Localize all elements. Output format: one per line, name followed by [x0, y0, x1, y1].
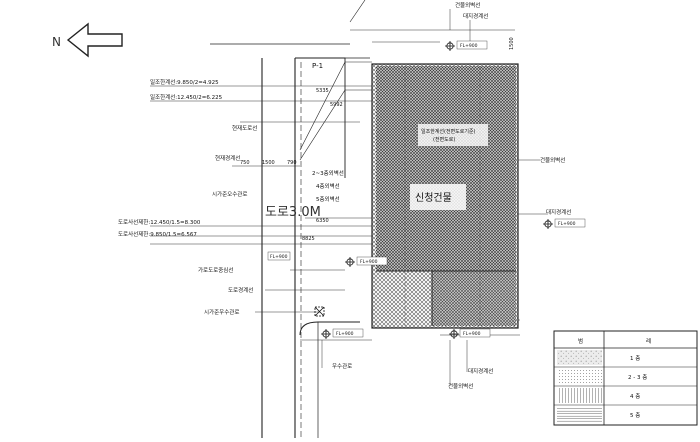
dim-5335: 5335: [316, 88, 329, 94]
label-current-boundary: 현재경계선: [215, 154, 240, 162]
label-manhole: 시가준우수관로: [204, 308, 239, 316]
floor-1-hatch: [432, 271, 516, 326]
legend-row-3: 4 층: [630, 392, 640, 400]
label-relax-a: 일조한계선:9.850/2=4.925: [150, 78, 219, 86]
elev-6: FL+900: [270, 254, 288, 260]
elev-5: FL+900: [463, 331, 481, 337]
legend-header-name: 례: [646, 337, 651, 345]
setback-lines: [299, 61, 372, 161]
dim-750: 750: [240, 160, 250, 166]
label-road-center: 가로도로중심선: [198, 266, 233, 274]
label-site-boundary-top: 대지경계선: [463, 12, 488, 20]
label-relax-b: 일조한계선:12.450/2=6.225: [150, 93, 223, 101]
label-road-edge: 도로경계선: [228, 286, 253, 294]
dim-8825: 8825: [302, 236, 315, 242]
elev-4: FL+900: [336, 331, 354, 337]
dim-5992: 5992: [330, 102, 343, 108]
legend-swatch-3: [557, 388, 602, 403]
parcel-label: P-1: [312, 62, 323, 70]
road-lines: [210, 0, 370, 438]
svg-text:(전면도로): (전면도로): [433, 136, 455, 143]
floor-4-5-hatch: [376, 66, 516, 271]
legend-swatch-4: [557, 407, 602, 422]
legend: 범 례 1 층 2 - 3 층 4 층 5 층: [553, 330, 698, 426]
right-labels: 건물외벽선 대지경계선 건물외벽선 대지경계선 대지경계선 건물외벽선: [448, 1, 571, 390]
label-site-boundary-bottom: 대지경계선: [468, 367, 493, 375]
legend-header-pattern: 범: [578, 337, 583, 345]
building-footprint: 신청건물 일조한계선(전면도로기준) (전면도로): [371, 63, 519, 329]
survey-markers: [314, 41, 553, 339]
building-label: 신청건물: [415, 192, 452, 204]
label-current-road: 현재도로선: [232, 124, 257, 132]
north-label: N: [52, 35, 61, 49]
legend-row-2: 2 - 3 층: [628, 373, 647, 381]
dimensions: 1500 5335 5992 750 1500 790 6350 8825: [240, 37, 515, 242]
legend-swatch-1: [557, 350, 602, 365]
legend-row-4: 5 층: [630, 411, 640, 419]
label-floor-5: 5층외벽선: [316, 195, 340, 203]
dim-1500b: 1500: [262, 160, 275, 166]
legend-swatch-2: [557, 369, 602, 384]
north-arrow: N: [52, 22, 123, 58]
dim-6350: 6350: [316, 218, 329, 224]
extension-lines: [150, 29, 520, 341]
left-labels: 일조한계선:9.850/2=4.925 일조한계선:12.450/2=6.225…: [118, 78, 352, 370]
label-corner: 일조한계선(전면도로기준): [421, 128, 476, 135]
dim-1500: 1500: [509, 37, 515, 50]
legend-row-1: 1 층: [630, 354, 640, 362]
elevation-tags: FL+900 FL+900 FL+900 FL+900 FL+900 FL+90…: [267, 40, 586, 338]
label-road-line-a: 도로사선제한:12.450/1.5=8.300: [118, 218, 201, 226]
leaders: [255, 9, 548, 386]
label-bldg-ext-bottom: 건물외벽선: [448, 382, 473, 390]
label-site-boundary-right: 대지경계선: [546, 208, 571, 216]
label-road-line-b: 도로사선제한:9.850/1.5=6.567: [118, 230, 197, 238]
label-city-sewer: 시가준오수관로: [212, 190, 247, 198]
floor-labels: 2~3층외벽선 4층외벽선 5층외벽선: [312, 169, 344, 203]
road-label: 도로3.0M: [265, 205, 321, 220]
dim-790: 790: [287, 160, 297, 166]
elev-2: FL+900: [558, 221, 576, 227]
label-bldg-ext-top: 건물외벽선: [455, 1, 480, 9]
elev-1: FL+900: [460, 43, 478, 49]
elev-3: FL+900: [360, 259, 378, 265]
label-floor-23: 2~3층외벽선: [312, 169, 344, 177]
label-floor-4: 4층외벽선: [316, 182, 340, 190]
label-rain-gutter: 우수관로: [332, 362, 352, 370]
label-bldg-ext-right: 건물외벽선: [540, 156, 565, 164]
